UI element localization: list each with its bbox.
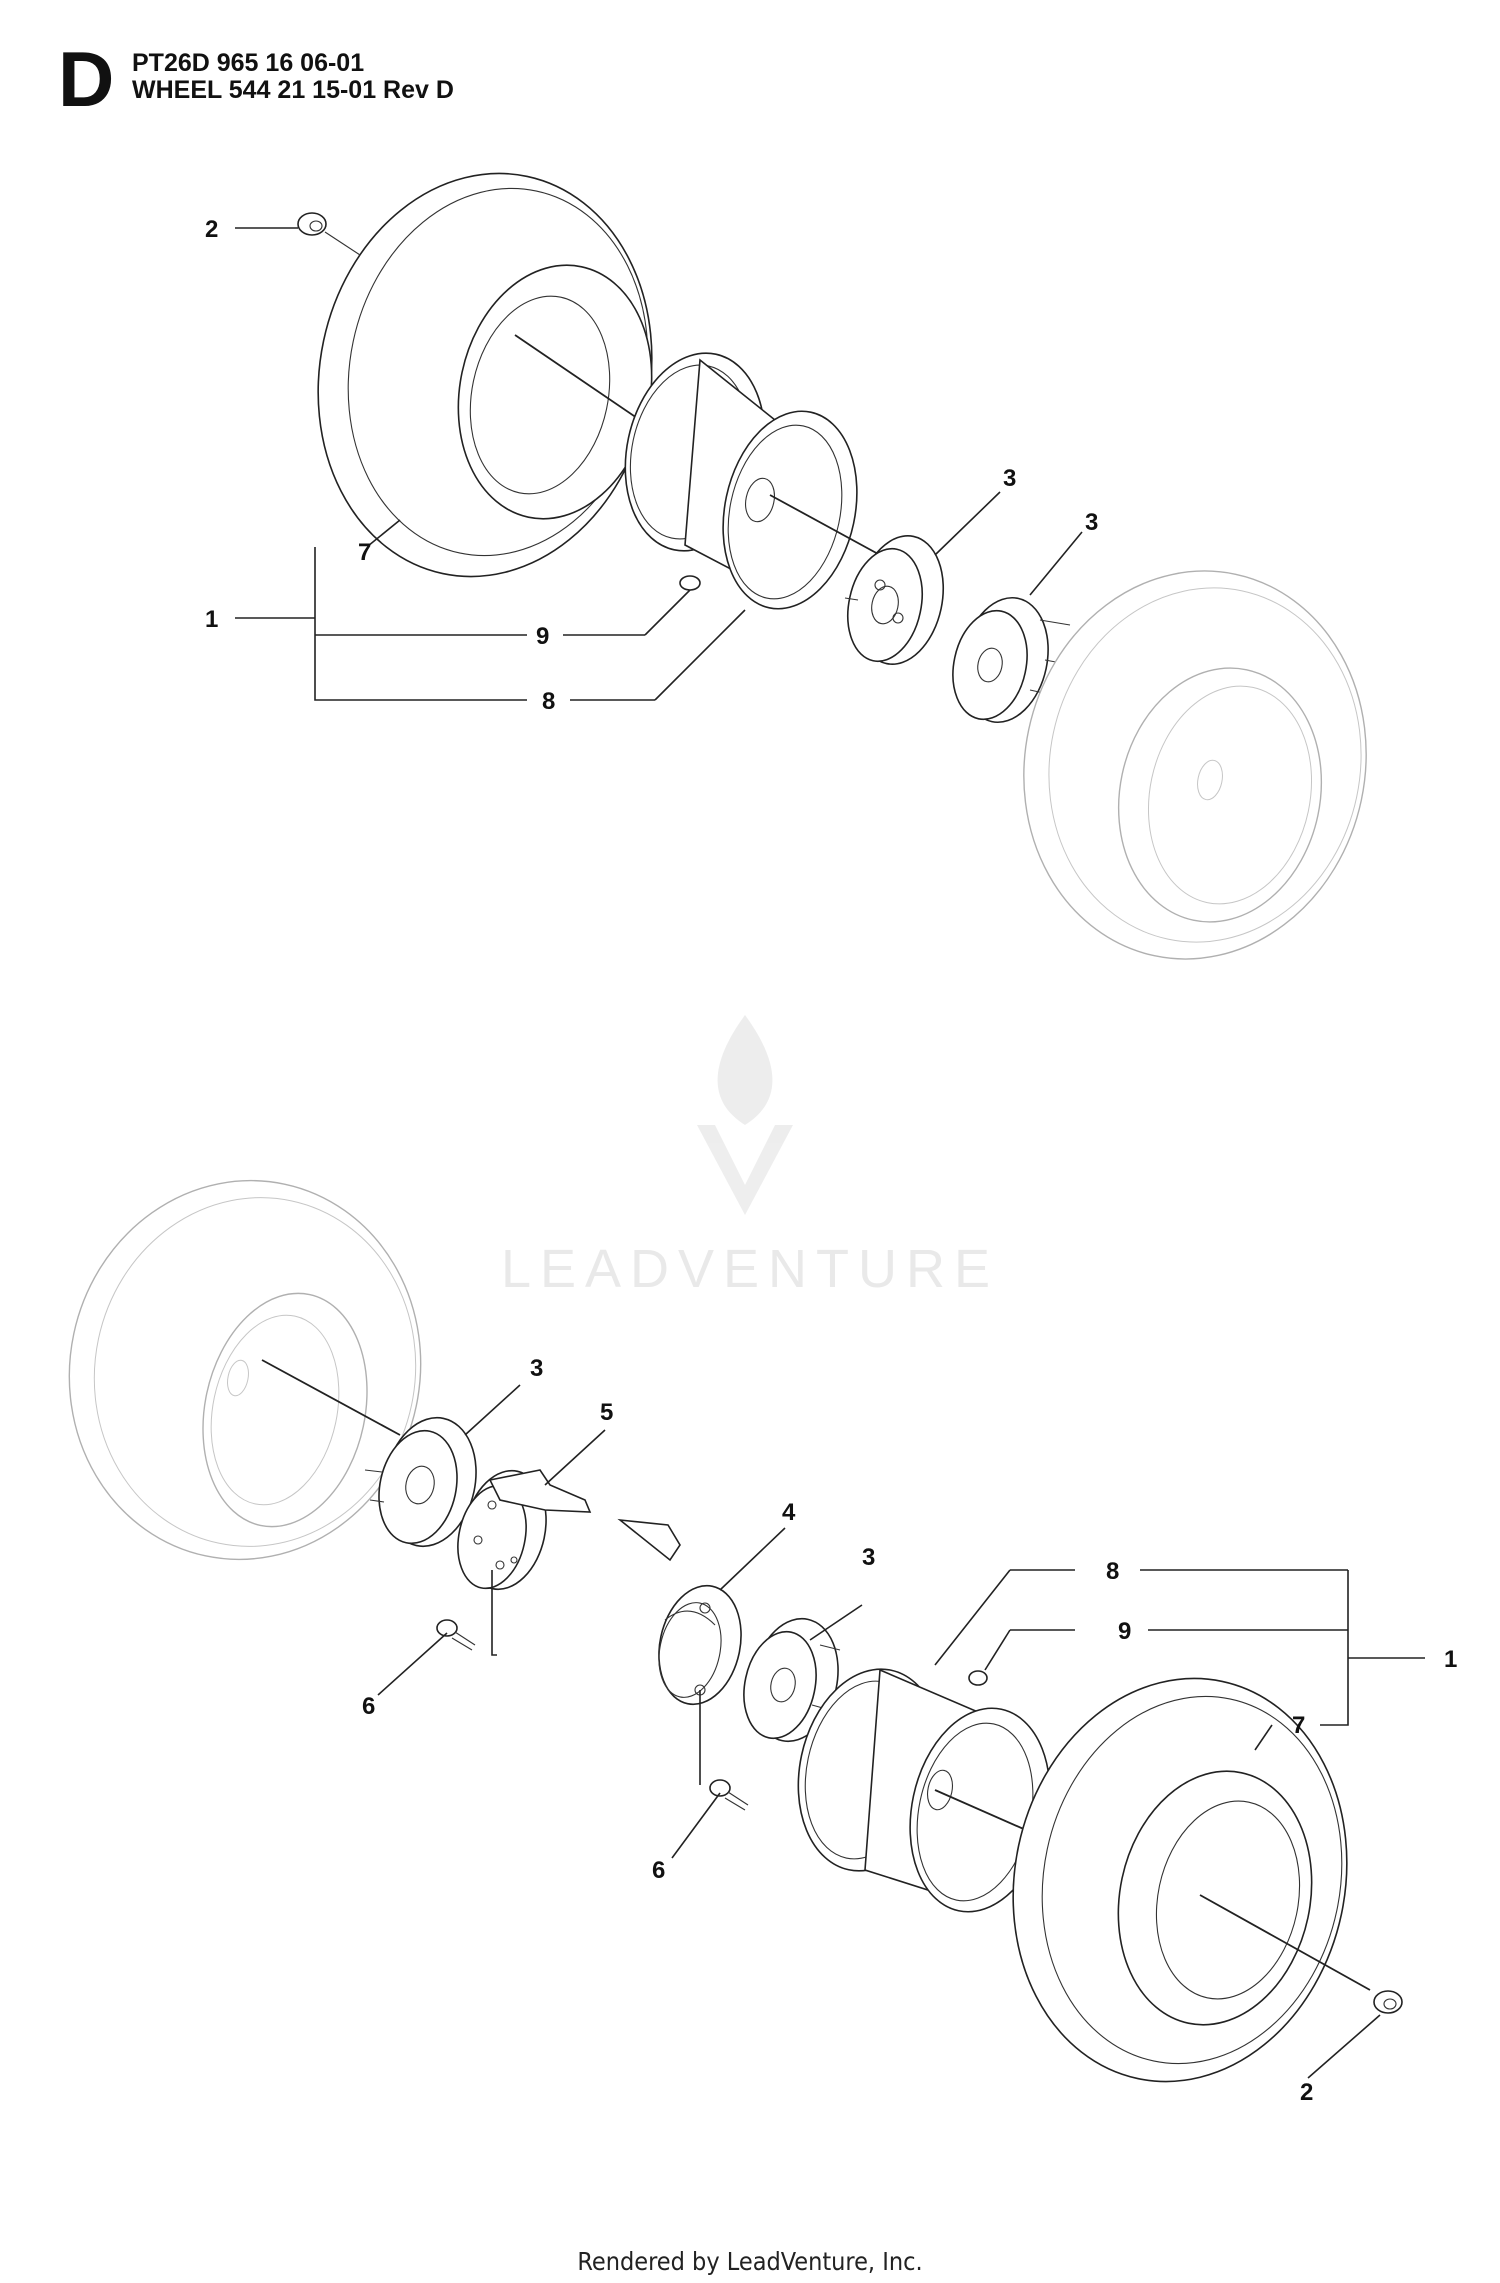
top-wheel-assembly xyxy=(297,172,1367,960)
callout-top-9: 9 xyxy=(536,623,549,650)
valve-top xyxy=(679,575,701,591)
tire-top xyxy=(317,172,653,578)
ghost-wheel-top-right xyxy=(1023,570,1367,960)
brake-plate xyxy=(617,1518,742,1706)
callout-bottom-4: 4 xyxy=(782,1499,796,1526)
callout-bottom-5: 5 xyxy=(600,1399,613,1426)
callout-bottom-9: 9 xyxy=(1118,1618,1131,1645)
hub-top-b xyxy=(952,596,1073,724)
callout-bottom-7: 7 xyxy=(1292,1712,1305,1739)
watermark-text: LEADVENTURE xyxy=(500,1239,1000,1299)
bottom-leaders xyxy=(377,1384,1425,2079)
model-number: PT26D 965 16 06-01 xyxy=(132,49,365,77)
callout-top-3a: 3 xyxy=(1003,465,1016,492)
footer-credit: Rendered by LeadVenture, Inc. xyxy=(577,2247,923,2276)
axle-line-bottom-tire xyxy=(1199,1894,1371,1991)
callout-top-1: 1 xyxy=(205,606,218,633)
top-leaders xyxy=(235,227,1083,701)
bottom-wheel-assembly xyxy=(68,1179,1403,2083)
callout-bottom-3b: 3 xyxy=(862,1544,875,1571)
ghost-wheel-bottom-left xyxy=(68,1179,422,1561)
brake-drum xyxy=(457,1469,592,1591)
valve-bottom xyxy=(968,1670,988,1686)
callout-top-3b: 3 xyxy=(1085,509,1098,536)
rim-top xyxy=(624,352,858,610)
bolt-left xyxy=(436,1619,476,1651)
callout-bottom-8: 8 xyxy=(1106,1558,1119,1585)
hub-top-a xyxy=(769,494,945,665)
axle-line-bottom-left xyxy=(261,1359,401,1436)
diagram-header: PT26D 965 16 06-01 WHEEL 544 21 15-01 Re… xyxy=(132,50,454,104)
watermark-logo xyxy=(697,1015,793,1215)
callout-bottom-1: 1 xyxy=(1444,1646,1457,1673)
callout-top-2: 2 xyxy=(205,216,218,243)
callout-bottom-3a: 3 xyxy=(530,1355,543,1382)
tire-bottom xyxy=(1012,1677,1348,2083)
callout-top-8: 8 xyxy=(542,688,555,715)
callout-bottom-6a: 6 xyxy=(362,1693,375,1720)
callout-top-7: 7 xyxy=(358,539,371,566)
hub-bottom-a xyxy=(364,1416,477,1548)
bolt-right xyxy=(709,1779,749,1811)
lug-nut-top xyxy=(297,212,361,256)
callouts-top: 2 7 1 9 8 3 3 xyxy=(205,216,1098,715)
callouts-bottom: 3 5 4 3 8 9 1 7 6 6 2 xyxy=(362,1355,1457,2106)
callout-bottom-2: 2 xyxy=(1300,2079,1313,2106)
axle-line-top xyxy=(514,334,641,421)
section-letter: D xyxy=(58,35,115,123)
lug-nut-bottom xyxy=(1373,1990,1403,2014)
callout-bottom-6b: 6 xyxy=(652,1857,665,1884)
diagram-title: WHEEL 544 21 15-01 Rev D xyxy=(132,76,454,104)
